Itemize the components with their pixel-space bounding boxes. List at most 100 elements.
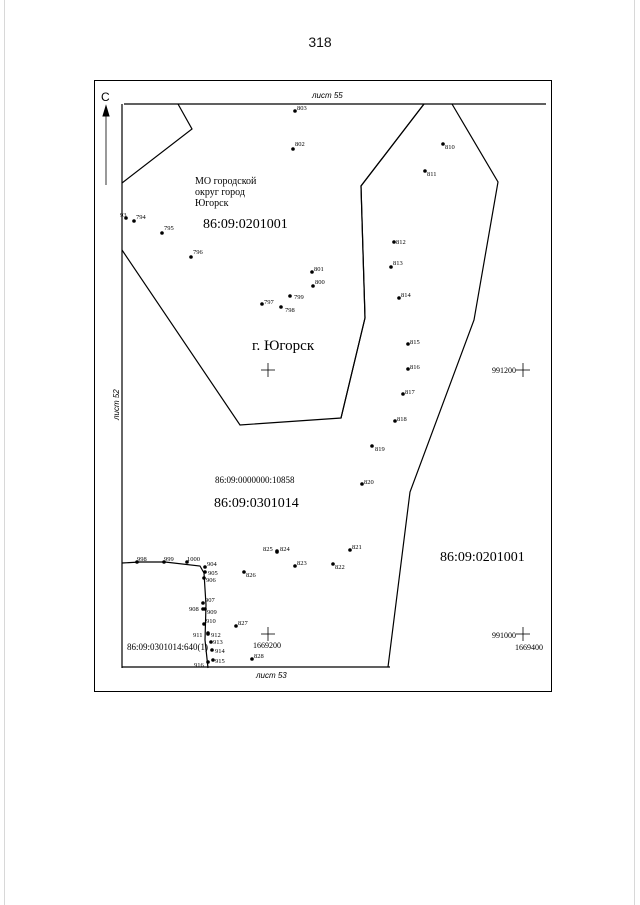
survey-point-label: 801 [314, 266, 324, 273]
survey-point-905: 905 [203, 570, 218, 577]
survey-point-marker [206, 631, 210, 635]
survey-point-marker [202, 622, 206, 626]
survey-point-marker [202, 576, 206, 580]
survey-point-label: 906 [206, 577, 217, 584]
survey-point-marker [406, 342, 410, 346]
survey-point-marker [260, 302, 264, 306]
survey-point-marker [370, 444, 374, 448]
survey-point-803: 803 [293, 105, 307, 113]
survey-point-795: 795 [160, 225, 174, 235]
survey-point-796: 796 [189, 249, 204, 259]
survey-point-819: 819 [370, 444, 385, 453]
survey-point-label: 93 [120, 212, 127, 219]
survey-point-marker [392, 240, 396, 244]
survey-point-1000: 1000 [185, 556, 200, 564]
survey-point-813: 813 [389, 260, 403, 269]
survey-point-815: 815 [406, 339, 420, 346]
survey-point-label: 828 [254, 653, 264, 660]
survey-point-label: 815 [410, 339, 420, 346]
survey-point-label: 817 [405, 389, 416, 396]
survey-point-label: 822 [335, 564, 345, 571]
survey-point-906: 906 [202, 576, 217, 584]
parcel-small-label: 86:09:0000000:10858 [215, 475, 295, 485]
survey-point-label: 999 [164, 556, 174, 563]
parcel-middle-label: 86:09:0301014 [214, 496, 299, 511]
survey-point-label: 800 [315, 279, 325, 286]
survey-point-marker [401, 392, 405, 396]
survey-point-label: 821 [352, 544, 362, 551]
city-label: г. Югорск [252, 338, 315, 354]
survey-point-label: 803 [297, 105, 307, 112]
survey-point-label: 825 [263, 546, 273, 553]
page-number: 318 [308, 34, 332, 50]
survey-point-label: 798 [285, 307, 295, 314]
map-boundaries [121, 103, 546, 669]
grid-cross-icon [516, 363, 530, 377]
survey-point-label: 915 [215, 658, 225, 665]
survey-point-912: 912 [206, 631, 221, 639]
municipality-label-line-2: округ город [195, 187, 245, 198]
survey-point-label: 913 [213, 639, 223, 646]
parcel-top-label: 86:09:0201001 [203, 217, 288, 232]
scan-edge-left [4, 0, 5, 905]
survey-point-marker [210, 648, 214, 652]
grid-label-y-left: 1669200 [253, 641, 281, 650]
survey-point-797: 797 [260, 299, 275, 306]
survey-point-marker [331, 562, 335, 566]
survey-point-marker [293, 564, 297, 568]
survey-point-998: 998 [135, 556, 147, 564]
survey-point-marker [211, 658, 215, 662]
grid-cross-icon [261, 627, 275, 641]
survey-point-label: 904 [207, 561, 218, 568]
survey-point-817: 817 [401, 389, 416, 396]
survey-point-marker [162, 560, 166, 564]
road-east-boundary [387, 103, 499, 668]
survey-point-818: 818 [393, 416, 407, 423]
survey-point-810: 810 [441, 142, 455, 151]
survey-point-label: 916 [194, 662, 205, 669]
survey-point-marker [242, 570, 246, 574]
survey-point-799: 799 [288, 294, 304, 301]
survey-point-798: 798 [279, 305, 295, 314]
survey-point-93: 93 [120, 212, 128, 220]
survey-point-label: 795 [164, 225, 174, 232]
survey-point-marker [185, 560, 189, 564]
survey-point-910: 910 [202, 618, 216, 626]
survey-point-label: 818 [397, 416, 407, 423]
survey-point-label: 794 [136, 214, 147, 221]
sheet-label-left: лист 52 [112, 389, 121, 421]
survey-point-label: 813 [393, 260, 403, 267]
survey-point-marker [135, 560, 139, 564]
survey-point-814: 814 [397, 292, 412, 300]
survey-point-label: 911 [193, 632, 203, 639]
survey-point-label: 1000 [187, 556, 200, 563]
grid-label-x-upper: 991200 [492, 366, 516, 375]
city-boundary [121, 103, 425, 426]
survey-point-801: 801 [310, 266, 324, 274]
parcel-right-label: 86:09:0201001 [440, 550, 525, 565]
survey-point-marker [311, 284, 315, 288]
survey-point-marker [389, 265, 393, 269]
survey-point-824: 824 [275, 546, 291, 554]
survey-point-802: 802 [291, 141, 305, 151]
survey-point-label: 816 [410, 364, 421, 371]
grid-cross-icon [516, 627, 530, 641]
survey-point-821: 821 [348, 544, 362, 552]
survey-point-label: 827 [238, 620, 249, 627]
survey-point-label: 912 [211, 632, 221, 639]
survey-point-828: 828 [250, 653, 264, 661]
survey-point-label: 908 [189, 606, 199, 613]
survey-point-marker [206, 660, 210, 664]
survey-point-marker [348, 548, 352, 552]
survey-point-822: 822 [331, 562, 345, 571]
grid-label-x-lower: 991000 [492, 631, 516, 640]
survey-point-908: 908 [189, 606, 205, 613]
survey-point-label: 819 [375, 446, 385, 453]
survey-point-794: 794 [132, 214, 147, 223]
survey-point-label: 824 [280, 546, 291, 553]
survey-point-label: 814 [401, 292, 412, 299]
sheet-label-bottom: лист 53 [255, 671, 287, 680]
survey-point-904: 904 [203, 561, 218, 569]
grid-crosses [261, 363, 530, 641]
